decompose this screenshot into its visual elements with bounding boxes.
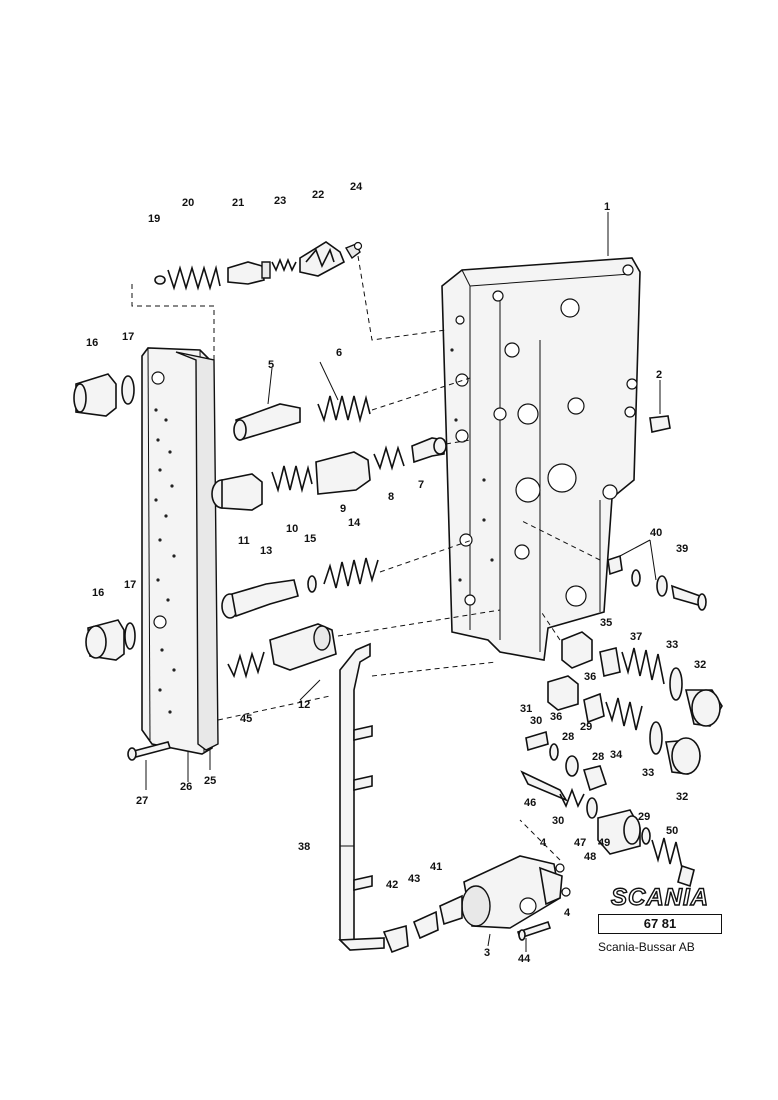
callout-16a: 16	[86, 337, 98, 349]
callout-50: 50	[666, 825, 678, 837]
callout-36a: 36	[584, 671, 596, 683]
callout-28b: 28	[592, 751, 604, 763]
scania-brand-block: SCANIA 67 81 Scania-Bussar AB	[598, 884, 722, 954]
callout-9: 9	[340, 503, 346, 515]
callout-17a: 17	[122, 331, 134, 343]
callout-24: 24	[350, 181, 363, 193]
callout-37: 37	[630, 631, 642, 643]
callout-33a: 33	[666, 639, 678, 651]
callout-labels: 1 2 3 4 4 5 6 7 8 9 10 11 12 13 14 15 16…	[86, 181, 706, 965]
callout-23: 23	[274, 195, 286, 207]
valve-row-11-10-9-8-7	[211, 437, 447, 511]
valve-row-13-15-14	[221, 557, 379, 619]
left-caps	[73, 373, 136, 661]
callout-26: 26	[180, 781, 192, 793]
callout-4b: 4	[564, 907, 571, 919]
callout-29b: 29	[638, 811, 650, 823]
callout-42: 42	[386, 879, 398, 891]
callout-11: 11	[238, 535, 250, 547]
callout-4a: 4	[540, 837, 547, 849]
callout-43: 43	[408, 873, 420, 885]
callout-28a: 28	[562, 731, 574, 743]
callout-32a: 32	[694, 659, 706, 671]
callout-6: 6	[336, 347, 342, 359]
main-valve-body	[441, 257, 641, 661]
callout-48: 48	[584, 851, 596, 863]
callout-22: 22	[312, 189, 324, 201]
callout-30a: 30	[530, 715, 542, 727]
valve-row-45-12	[227, 623, 337, 679]
callout-13: 13	[260, 545, 272, 557]
callout-46: 46	[524, 797, 536, 809]
lower-piston-assembly	[547, 675, 701, 775]
callout-41: 41	[430, 861, 442, 873]
upper-piston-assembly	[561, 631, 723, 727]
callout-14: 14	[348, 517, 361, 529]
callout-39: 39	[676, 543, 688, 555]
callout-17b: 17	[124, 579, 136, 591]
callout-25: 25	[204, 775, 216, 787]
oil-pipe	[338, 642, 385, 951]
callout-30b: 30	[552, 815, 564, 827]
callout-31: 31	[520, 703, 532, 715]
callout-49: 49	[598, 837, 610, 849]
callout-40: 40	[650, 527, 662, 539]
callout-15: 15	[304, 533, 316, 545]
callout-20: 20	[182, 197, 194, 209]
callout-3: 3	[484, 947, 490, 959]
plug-and-screw	[607, 415, 707, 611]
callout-44: 44	[518, 953, 531, 965]
callout-2: 2	[656, 369, 662, 381]
solenoid-valve	[382, 855, 571, 954]
callout-19: 19	[148, 213, 160, 225]
callout-10: 10	[286, 523, 298, 535]
callout-38: 38	[298, 841, 310, 853]
callout-36b: 36	[550, 711, 562, 723]
screw-27	[127, 741, 172, 761]
callout-35: 35	[600, 617, 612, 629]
valve-row-5-6	[233, 394, 371, 442]
callout-12: 12	[298, 699, 310, 711]
intermediate-plate	[141, 347, 219, 755]
drawing-code: 67 81	[598, 914, 722, 934]
callout-32b: 32	[676, 791, 688, 803]
callout-29a: 29	[580, 721, 592, 733]
scania-logo: SCANIA	[610, 884, 709, 911]
callout-1: 1	[604, 201, 610, 213]
callout-16b: 16	[92, 587, 104, 599]
callout-8: 8	[388, 491, 394, 503]
callout-7: 7	[418, 479, 424, 491]
assembly-dashed-lines	[131, 255, 601, 861]
callout-34: 34	[610, 749, 623, 761]
small-valve-parts	[520, 730, 608, 819]
top-valve-stack	[154, 241, 363, 291]
callout-47: 47	[574, 837, 586, 849]
callout-21: 21	[232, 197, 244, 209]
callout-45: 45	[240, 713, 252, 725]
valve-assembly-47-50	[597, 809, 695, 888]
callout-33b: 33	[642, 767, 654, 779]
callout-5: 5	[268, 359, 274, 371]
company-name: Scania-Bussar AB	[598, 940, 695, 954]
leader-lines	[145, 212, 661, 952]
callout-27: 27	[136, 795, 148, 807]
